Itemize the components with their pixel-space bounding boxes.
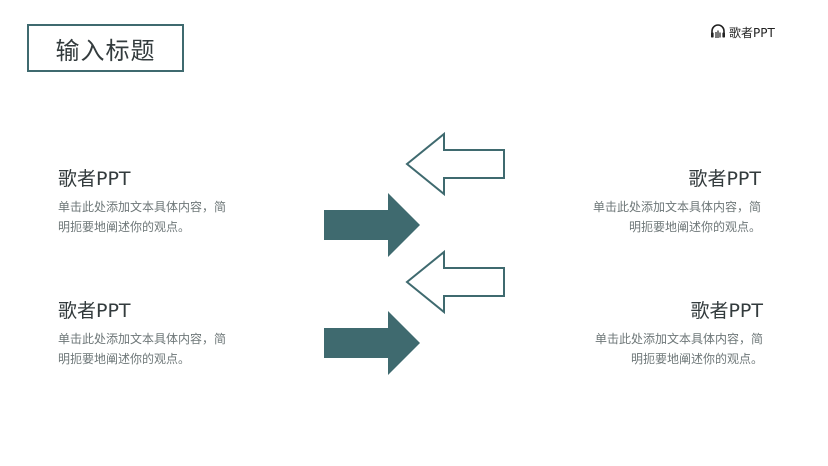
block-body-line: 明扼要地阐述你的观点。 — [630, 352, 763, 366]
arrow-left-outline-bottom-icon — [405, 249, 505, 315]
block-heading: 歌者PPT — [58, 168, 131, 190]
block-body-line: 单击此处添加文本具体内容，简 — [594, 332, 763, 346]
title-box: 输入标题 — [27, 24, 184, 72]
text-block-bottom-left: 歌者PPT 单击此处添加文本具体内容，简 明扼要地阐述你的观点。 — [58, 299, 298, 369]
text-block-top-left: 歌者PPT 单击此处添加文本具体内容，简 明扼要地阐述你的观点。 — [58, 167, 298, 237]
block-body: 单击此处添加文本具体内容，简 明扼要地阐述你的观点。 — [523, 329, 763, 369]
headphones-logo-icon — [711, 24, 725, 38]
block-body-line: 明扼要地阐述你的观点。 — [628, 220, 761, 234]
arrow-right-filled-bottom-icon — [324, 311, 420, 375]
block-body: 单击此处添加文本具体内容，简 明扼要地阐述你的观点。 — [58, 329, 298, 369]
text-block-top-right: 歌者PPT 单击此处添加文本具体内容，简 明扼要地阐述你的观点。 — [521, 167, 761, 237]
block-body-line: 明扼要地阐述你的观点。 — [58, 220, 191, 234]
page-title: 输入标题 — [55, 36, 156, 65]
arrow-right-filled-top-icon — [324, 193, 420, 257]
block-body-line: 单击此处添加文本具体内容，简 — [58, 332, 227, 346]
logo: 歌者PPT — [710, 23, 775, 41]
block-body-line: 单击此处添加文本具体内容，简 — [592, 200, 761, 214]
block-body-line: 明扼要地阐述你的观点。 — [58, 352, 191, 366]
block-heading: 歌者PPT — [688, 168, 761, 190]
block-heading: 歌者PPT — [58, 300, 131, 322]
block-body: 单击此处添加文本具体内容，简 明扼要地阐述你的观点。 — [58, 197, 298, 237]
block-body: 单击此处添加文本具体内容，简 明扼要地阐述你的观点。 — [521, 197, 761, 237]
text-block-bottom-right: 歌者PPT 单击此处添加文本具体内容，简 明扼要地阐述你的观点。 — [523, 299, 763, 369]
logo-text: 歌者PPT — [729, 25, 775, 40]
block-heading: 歌者PPT — [690, 300, 763, 322]
block-body-line: 单击此处添加文本具体内容，简 — [58, 200, 227, 214]
arrow-left-outline-top-icon — [405, 131, 505, 197]
